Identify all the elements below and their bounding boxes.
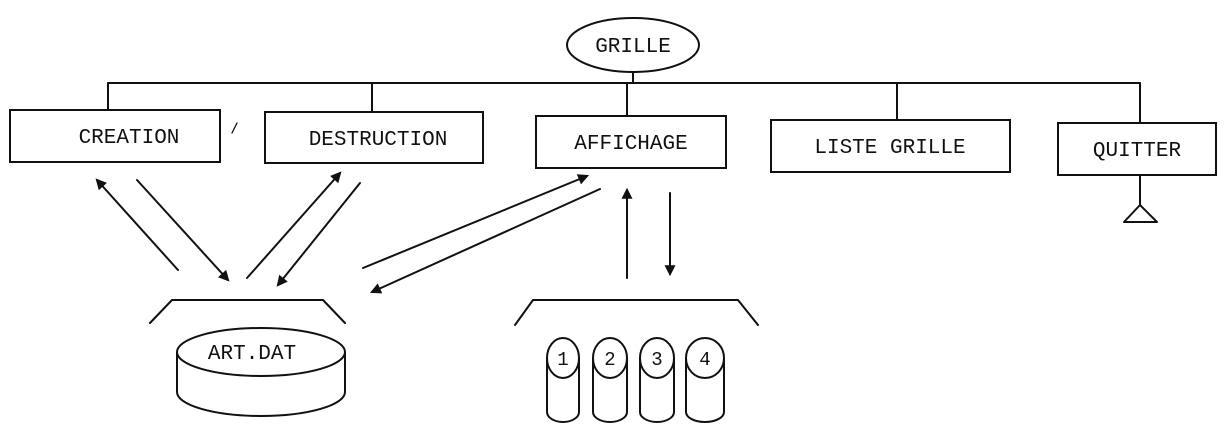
artdat-disk-icon [176, 327, 346, 417]
screen-cylinder-2 [592, 337, 628, 423]
screen-label-4: 4 [699, 349, 710, 371]
artdat-lid [149, 299, 346, 324]
screen-cylinder-4 [685, 337, 725, 423]
menu-box-quitter [1057, 122, 1217, 176]
menu-box-creation [9, 109, 221, 163]
arrow-artdat-to-creation [95, 178, 179, 271]
screen-cylinder-3 [639, 337, 675, 423]
screen-label-3: 3 [651, 349, 662, 371]
screen-label-2: 2 [604, 349, 615, 371]
menu-label-affichage: AFFICHAGE [574, 133, 687, 156]
arrow-creation-to-artdat [136, 179, 230, 282]
menu-box-destruction [264, 111, 484, 164]
menu-label-destruction: DESTRUCTION [309, 129, 448, 152]
arrow-artdat-to-destruction [246, 171, 342, 279]
menu-box-affichage [535, 115, 727, 169]
menu-label-creation: CREATION [79, 127, 180, 150]
screen-label-1: 1 [557, 349, 568, 371]
menu-box-liste-grille [770, 119, 1011, 173]
data-flow-arrows [95, 171, 676, 294]
root-label: GRILLE [595, 36, 671, 59]
menu-label-liste-grille: LISTE GRILLE [814, 137, 965, 160]
tree-connectors [107, 71, 1141, 124]
screen-cylinder-1 [546, 337, 580, 423]
arrow-artdat-to-affichage [362, 174, 590, 269]
screens-lid [514, 299, 759, 326]
stray-mark [231, 122, 238, 134]
menu-label-quitter: QUITTER [1093, 140, 1182, 163]
artdat-label: ART.DAT [208, 343, 296, 366]
arrow-destruction-to-artdat [276, 182, 361, 287]
terminator-symbol [1123, 174, 1158, 223]
arrow-affichage-to-artdat [369, 188, 601, 294]
